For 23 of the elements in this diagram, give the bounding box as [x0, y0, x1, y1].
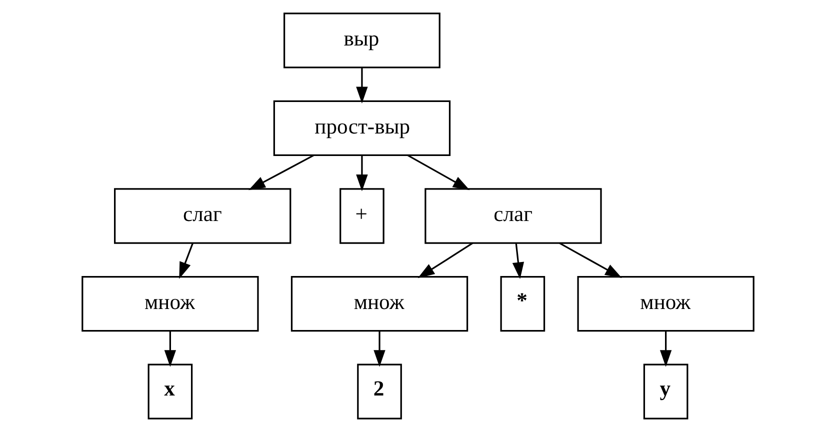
arrow	[373, 331, 385, 367]
node-box: y	[642, 364, 688, 420]
arrow	[406, 154, 470, 190]
node-box: x	[147, 364, 192, 420]
arrow	[417, 242, 473, 278]
node-box: выр	[283, 12, 440, 68]
arrow	[356, 156, 368, 192]
node-box: множ	[576, 276, 754, 332]
arrow	[248, 154, 314, 190]
node-box: прост-выр	[272, 100, 450, 156]
arrow	[356, 68, 368, 104]
node-box: слаг	[114, 188, 291, 244]
arrow	[558, 242, 622, 278]
node-box: множ	[81, 276, 258, 332]
node-box: +	[339, 188, 384, 244]
node-box: множ	[290, 276, 468, 332]
node-box: 2	[356, 364, 402, 420]
arrow	[512, 243, 524, 280]
arrow	[164, 331, 176, 367]
node-box: *	[500, 276, 545, 332]
arrow	[178, 243, 193, 279]
node-box: слаг	[424, 188, 602, 244]
arrow	[659, 331, 672, 367]
